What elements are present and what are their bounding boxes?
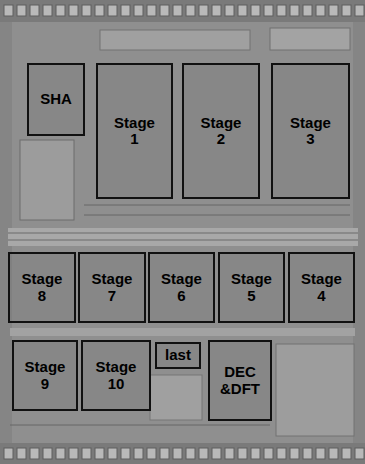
block-label: SHA bbox=[40, 91, 72, 108]
block-label: Stage 2 bbox=[197, 115, 245, 148]
block-label: DEC &DFT bbox=[216, 364, 264, 397]
block-label: Stage 1 bbox=[111, 115, 159, 148]
block-label: Stage 8 bbox=[18, 271, 66, 304]
block-outline: last bbox=[155, 342, 201, 369]
block-outline: Stage 3 bbox=[271, 63, 350, 199]
block-outline: Stage 1 bbox=[96, 63, 173, 199]
block-outline: Stage 10 bbox=[81, 340, 151, 411]
block-outline: Stage 2 bbox=[182, 63, 260, 199]
block-label: Stage 9 bbox=[21, 359, 69, 392]
block-label: Stage 5 bbox=[228, 271, 276, 304]
block-outline: Stage 5 bbox=[218, 252, 285, 323]
block-outline: Stage 8 bbox=[8, 252, 76, 323]
block-outline: Stage 7 bbox=[78, 252, 146, 323]
block-label: Stage 10 bbox=[92, 359, 140, 392]
block-outline: SHA bbox=[27, 63, 85, 136]
block-outline: DEC &DFT bbox=[208, 340, 272, 421]
block-label: last bbox=[165, 347, 191, 364]
block-label: Stage 3 bbox=[287, 115, 335, 148]
block-outline: Stage 6 bbox=[148, 252, 215, 323]
block-outline: Stage 4 bbox=[288, 252, 355, 323]
block-label: Stage 4 bbox=[298, 271, 346, 304]
block-label: Stage 7 bbox=[88, 271, 136, 304]
block-label: Stage 6 bbox=[158, 271, 206, 304]
block-outline: Stage 9 bbox=[12, 340, 78, 411]
